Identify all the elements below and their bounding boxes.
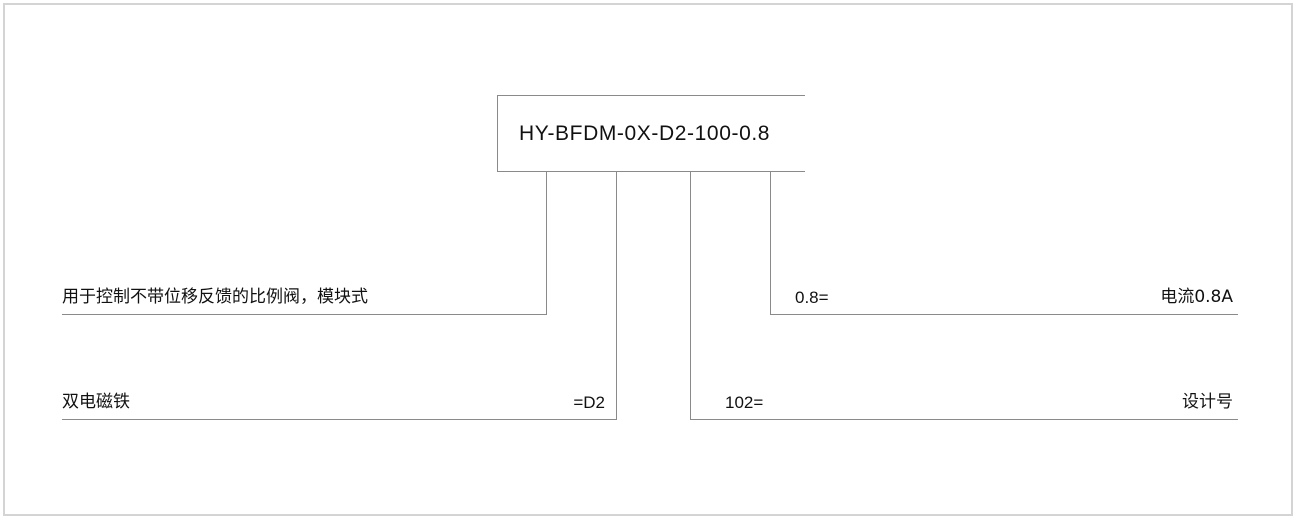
leader-hline-design-number	[690, 419, 1238, 420]
callout-design-number-code: 102=	[725, 393, 764, 412]
callout-solenoid-description: 双电磁铁	[62, 392, 130, 412]
leader-hline-current	[770, 314, 1238, 315]
leader-vline-solenoid	[616, 172, 617, 420]
leader-vline-design-number	[690, 172, 691, 420]
leader-vline-function	[546, 172, 547, 315]
callout-function: 用于控制不带位移反馈的比例阀，模块式	[62, 270, 547, 306]
leader-hline-function	[62, 314, 547, 315]
callout-design-number: 102= 设计号	[725, 375, 1233, 412]
model-code-text: HY-BFDM-0X-D2-100-0.8	[519, 121, 771, 145]
callout-solenoid: 双电磁铁 =D2	[62, 375, 605, 412]
callout-function-description: 用于控制不带位移反馈的比例阀，模块式	[62, 287, 368, 307]
leader-hline-solenoid	[62, 419, 617, 420]
callout-current-description: 电流0.8A	[1160, 287, 1233, 307]
callout-current-code: 0.8=	[795, 288, 829, 307]
callout-current: 0.8= 电流0.8A	[795, 270, 1233, 307]
page-border	[3, 3, 1293, 516]
model-code-box: HY-BFDM-0X-D2-100-0.8	[497, 95, 805, 172]
callout-solenoid-code: =D2	[573, 393, 605, 412]
leader-vline-current	[770, 172, 771, 315]
callout-design-number-description: 设计号	[1182, 392, 1233, 412]
